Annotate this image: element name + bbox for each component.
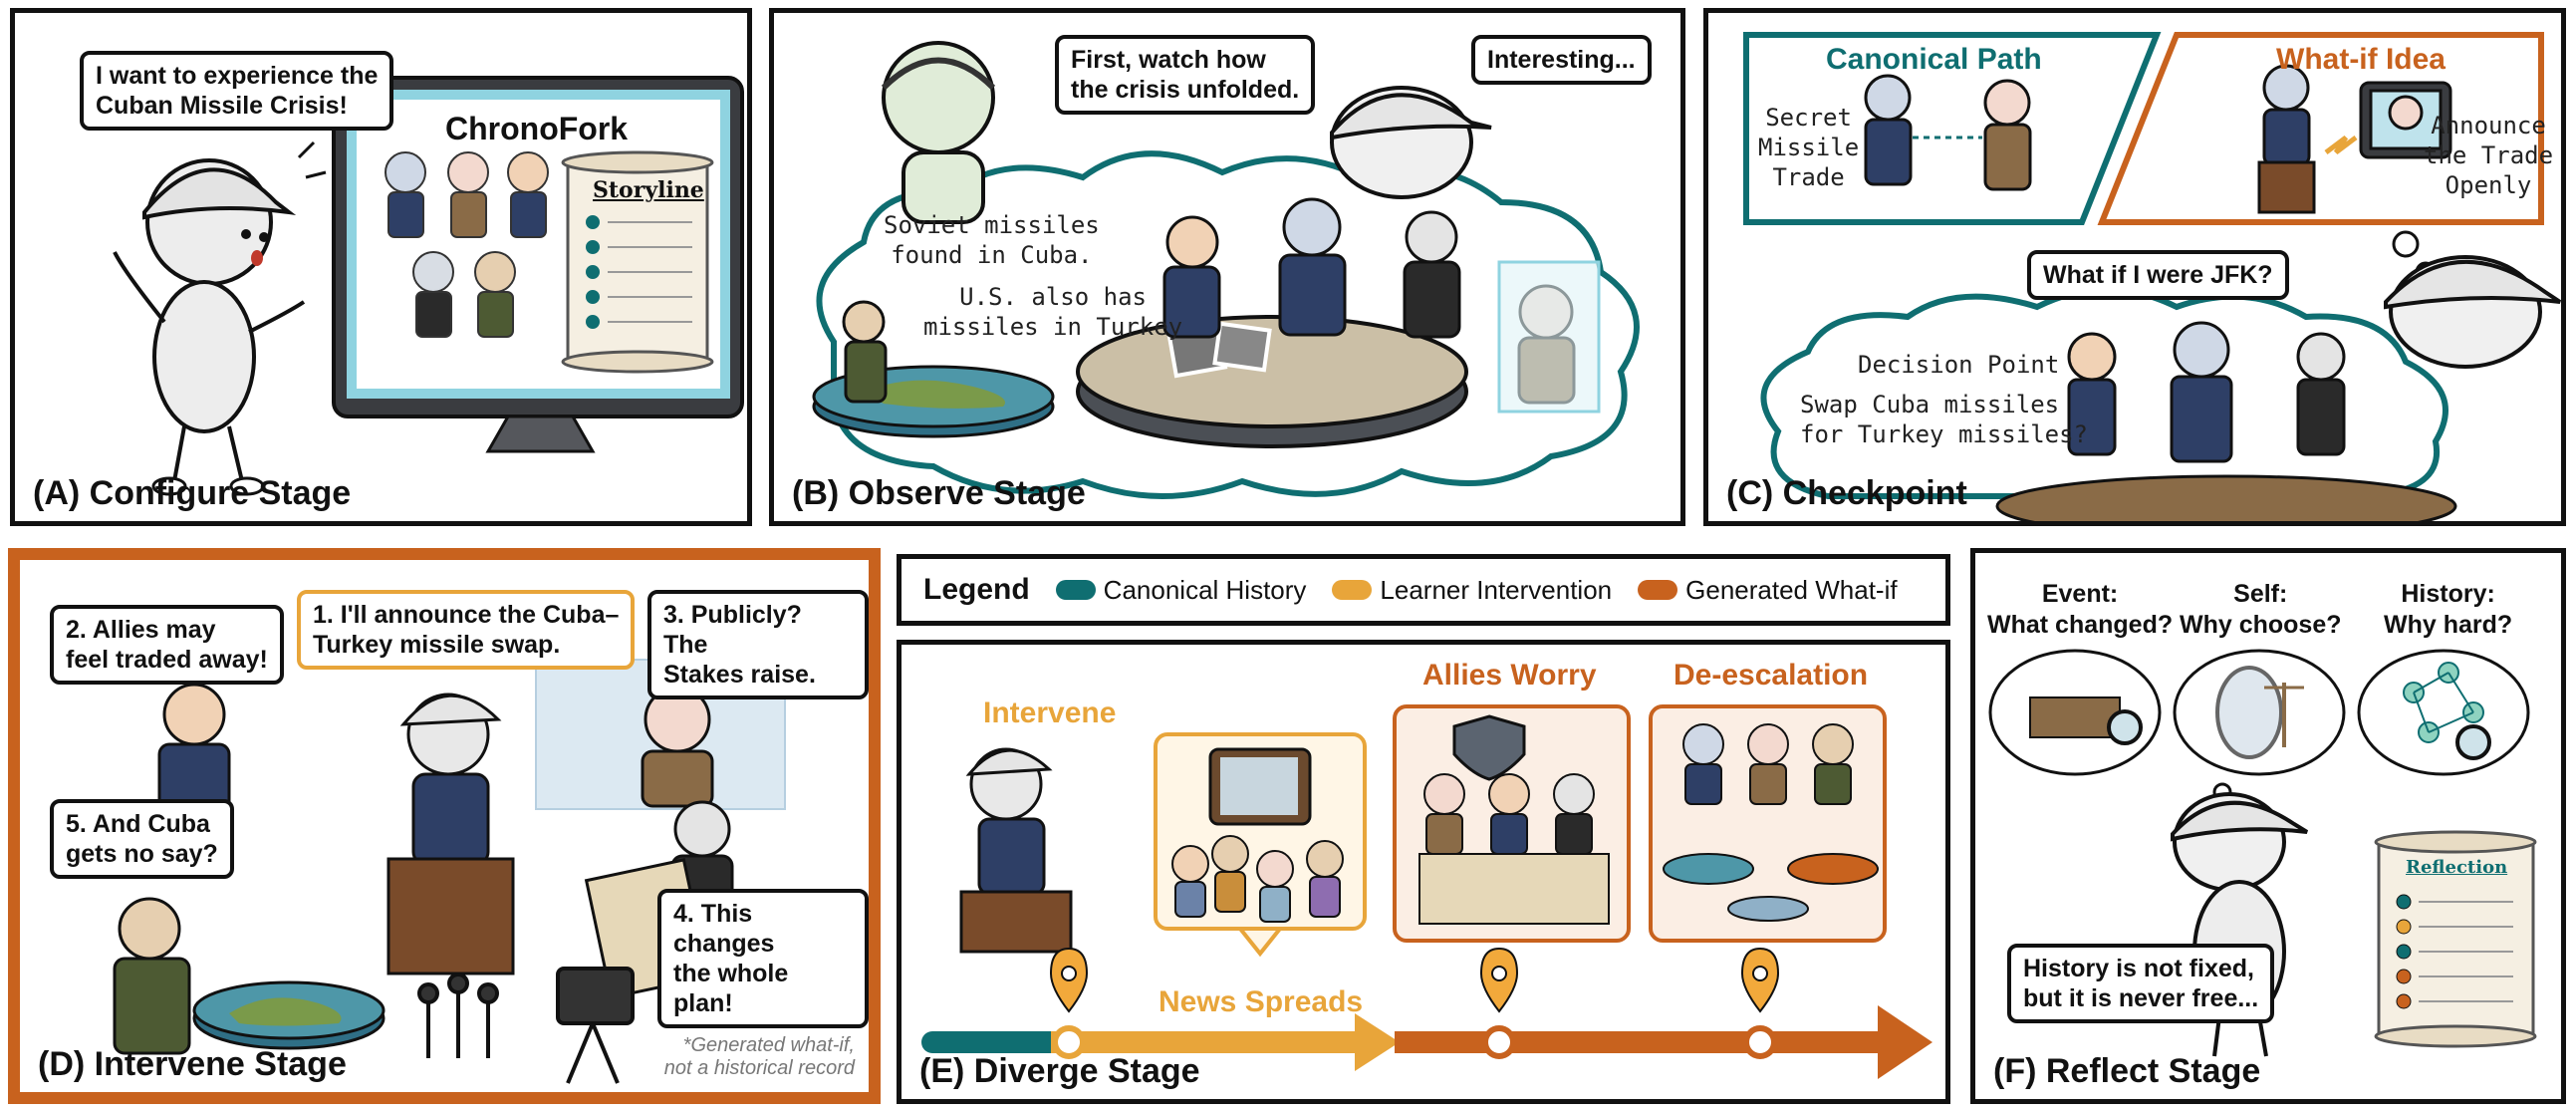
history-heading: History: Why hard?: [2384, 580, 2513, 640]
news-spreads-label: News Spreads: [1159, 985, 1364, 1018]
whatif-idea-heading: What-if Idea: [2276, 43, 2446, 76]
panel-intervene-stage: 1. I'll announce the Cuba– Turkey missil…: [8, 548, 881, 1104]
legend-item-learner: Learner Intervention: [1332, 575, 1612, 606]
legend-box: Legend Canonical History Learner Interve…: [897, 554, 1950, 626]
diverge-timeline: [921, 704, 1932, 1079]
legend-swatch-canonical: [1055, 580, 1096, 600]
speech-changes-plan: 4. This changes the whole plan!: [657, 889, 869, 1028]
speech-allies-traded: 2. Allies may feel traded away!: [50, 605, 284, 685]
legend-item-generated: Generated What-if: [1638, 574, 1898, 606]
self-heading: Self: Why choose?: [2180, 580, 2342, 640]
deescalation-label: De-escalation: [1674, 659, 1869, 692]
learner-speech-bubble: I want to experience the Cuban Missile C…: [80, 51, 394, 131]
cloud-text-us-missiles: U.S. also has missiles in Turkey: [923, 283, 1183, 341]
panel-a-label: (A) Configure Stage: [33, 474, 352, 512]
speech-stakes-raise: 3. Publicly? The Stakes raise.: [647, 590, 869, 699]
panel-c-label: (C) Checkpoint: [1726, 474, 1967, 512]
guide-speech-bubble: First, watch how the crisis unfolded.: [1055, 35, 1316, 115]
legend-label-learner: Learner Intervention: [1380, 574, 1613, 605]
panel-f-label: (F) Reflect Stage: [1993, 1052, 2261, 1090]
app-title: ChronoFork: [445, 111, 629, 146]
panel-b-label: (B) Observe Stage: [792, 474, 1086, 512]
legend-label-canonical: Canonical History: [1103, 574, 1307, 605]
reflection-speech-bubble: History is not fixed, but it is never fr…: [2007, 944, 2275, 1023]
cloud-text-soviet-missiles: Soviet missiles found in Cuba.: [884, 211, 1100, 269]
panel-checkpoint: Canonical Path What-if Idea Secret Missi…: [1703, 8, 2566, 526]
decision-point-question: Swap Cuba missiles for Turkey missiles?: [1800, 391, 2088, 448]
learner-figure: [113, 76, 744, 496]
panel-d-label: (D) Intervene Stage: [38, 1045, 347, 1083]
speech-cuba-no-say: 5. And Cuba gets no say?: [50, 799, 234, 879]
whatif-announce-text: Announce the Trade Openly: [2424, 112, 2554, 199]
generated-whatif-note: *Generated what-if, not a historical rec…: [663, 1034, 855, 1079]
allies-worry-label: Allies Worry: [1422, 659, 1597, 692]
reflection-scroll-title: Reflection: [2406, 857, 2508, 878]
panel-reflect-stage: Event: What changed? Self: Why choose? H…: [1970, 548, 2566, 1104]
panel-e-label: (E) Diverge Stage: [919, 1052, 1200, 1090]
legend-title: Legend: [923, 573, 1030, 606]
panel-observe-stage: First, watch how the crisis unfolded. In…: [769, 8, 1685, 526]
legend-swatch-generated: [1638, 580, 1678, 600]
canonical-path-heading: Canonical Path: [1826, 43, 2042, 76]
legend-swatch-learner: [1332, 580, 1373, 600]
observe-scene: [812, 41, 1640, 499]
checkpoint-scene: [1743, 32, 2561, 521]
speech-announce-swap: 1. I'll announce the Cuba– Turkey missil…: [297, 590, 636, 670]
event-heading: Event: What changed?: [1987, 580, 2174, 640]
jfk-thought-bubble: What if I were JFK?: [2027, 250, 2289, 300]
decision-point-title: Decision Point: [1858, 351, 2060, 379]
panel-diverge-stage: Intervene News Spreads Allies Worry De-e…: [897, 640, 1950, 1104]
legend-item-canonical: Canonical History: [1055, 574, 1307, 606]
learner-speech-bubble-observe: Interesting...: [1471, 35, 1652, 85]
storyline-scroll-title: Storyline: [593, 177, 704, 203]
legend-label-generated: Generated What-if: [1685, 574, 1898, 605]
intervene-label: Intervene: [983, 696, 1117, 729]
panel-configure-stage: I want to experience the Cuban Missile C…: [10, 8, 752, 526]
canonical-secret-trade-text: Secret Missile Trade: [1758, 104, 1860, 191]
